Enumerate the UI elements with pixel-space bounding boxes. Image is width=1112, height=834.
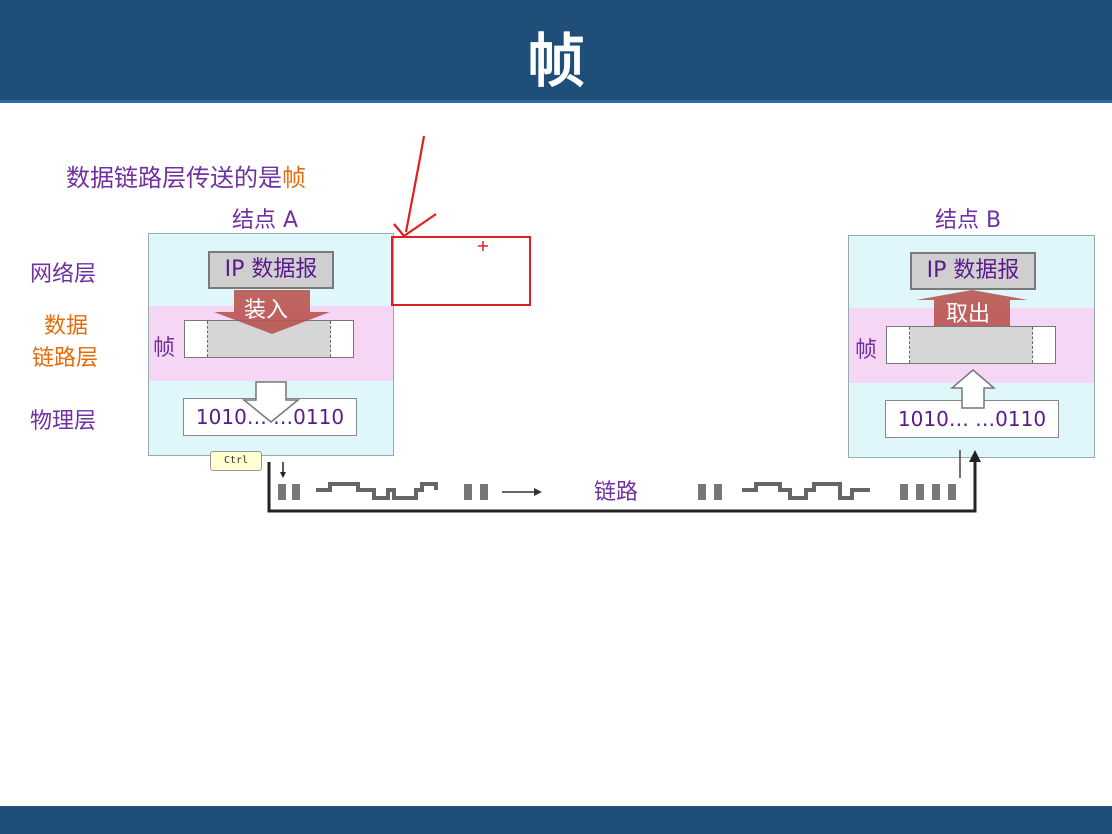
caption: 数据链路层传送的是帧 [66,158,306,193]
node-b-frame [886,326,1056,364]
frame-trailer [330,321,353,357]
up-arrow-icon [949,369,997,409]
layer-label-datalink-2: 链路层 [32,346,99,371]
node-a-title: 结点 A [232,208,299,233]
layer-label-datalink-1: 数据 [44,314,89,339]
flow-arrow-icon [534,488,542,496]
frame-header [185,321,208,357]
signal-wave-left [316,482,438,500]
layer-label-physical: 物理层 [30,409,97,434]
link-line [267,458,977,513]
footer-bar [0,806,1112,834]
slide-title: 帧 [526,27,585,95]
link-label: 链路 [594,480,639,505]
frame-trailer [1032,327,1055,363]
node-a-ip-packet: IP 数据报 [208,251,334,289]
red-annotation-stroke [404,135,426,233]
layer-label-network: 网络层 [30,262,97,287]
link-arrowhead [969,450,981,462]
take-out-label: 取出 [946,302,991,327]
down-arrow-icon [241,381,301,423]
caption-highlight: 帧 [282,164,306,192]
node-a-frame-label: 帧 [153,336,176,361]
node-b-title: 结点 B [935,208,1002,233]
title-bar [0,0,1112,103]
node-b-frame-label: 帧 [855,338,878,363]
red-annotation-box [391,236,531,306]
signal-wave-right [742,482,870,500]
load-arrow [214,290,330,334]
ctrl-tooltip: Ctrl [210,451,262,471]
node-b-ip-packet: IP 数据报 [910,252,1036,290]
caption-text: 数据链路层传送的是 [66,164,282,192]
load-label: 装入 [244,298,289,323]
frame-header [887,327,910,363]
take-out-arrow [916,290,1028,326]
